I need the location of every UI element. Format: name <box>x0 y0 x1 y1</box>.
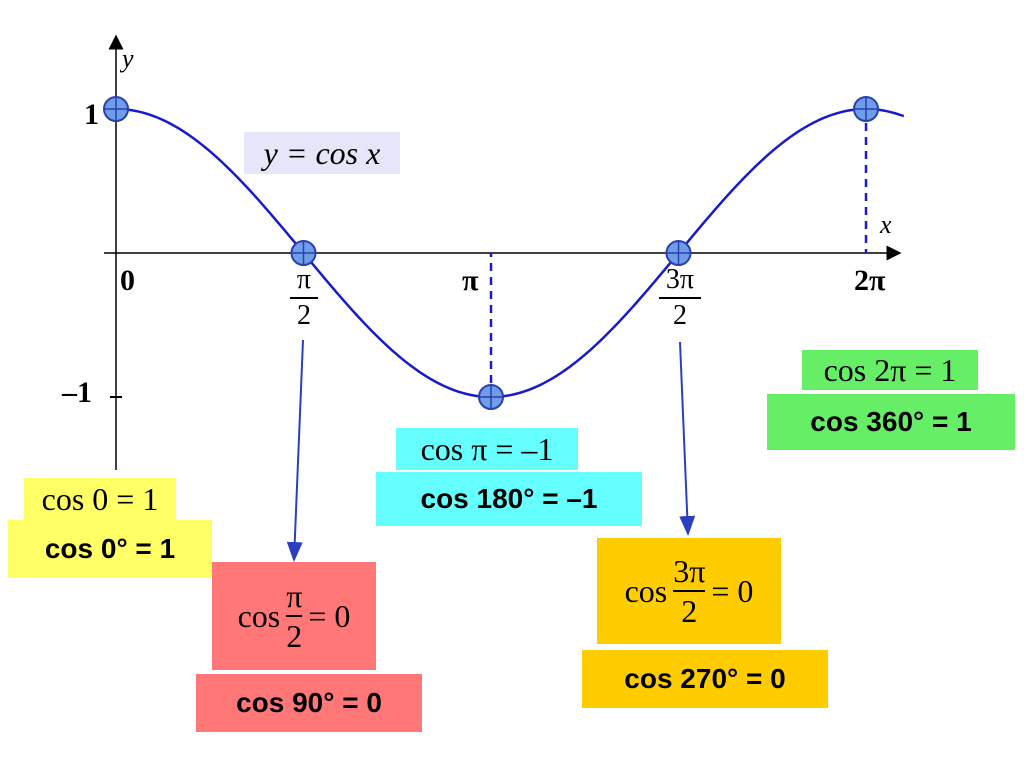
point-marker-2 <box>478 384 505 410</box>
formula-prefix: cos <box>624 572 668 609</box>
fraction-bar <box>290 297 318 299</box>
formula-numerator: 3π <box>673 553 706 589</box>
x-tick-label-pi: π <box>462 264 479 297</box>
tick-denominator: 2 <box>673 300 687 331</box>
cosine-curve <box>115 107 905 399</box>
tick-denominator: 2 <box>297 300 311 331</box>
cosine-series-line <box>115 107 905 399</box>
cos0-degrees: cos 0° = 1 <box>8 520 212 578</box>
cos0-formula: cos 0 = 1 <box>24 478 176 520</box>
y-tick-label-minus-1: –1 <box>62 376 92 409</box>
formula-numerator: π <box>286 578 303 614</box>
formula-fraction: π 2 <box>286 578 303 654</box>
x-tick-label-pi-over-2: π 2 <box>290 266 318 330</box>
cos360-degrees: cos 360° = 1 <box>767 394 1015 450</box>
cos180-formula: cos π = –1 <box>396 428 578 470</box>
x-tick-label-3pi-over-2: 3π 2 <box>659 266 701 330</box>
x-tick-label-2pi: 2π <box>854 264 886 297</box>
formula-prefix: cos <box>237 597 281 634</box>
cos270-formula: cos 3π 2 = 0 <box>597 538 781 644</box>
point-marker-1 <box>290 240 317 266</box>
cos360-formula: cos 2π = 1 <box>802 350 978 390</box>
y-tick-label-1: 1 <box>84 98 99 131</box>
function-label: y = cos x <box>244 132 400 174</box>
point-marker-0 <box>103 96 129 122</box>
formula-fraction: 3π 2 <box>673 553 706 629</box>
dashed-guides <box>489 109 868 397</box>
point-marker-4 <box>853 96 880 122</box>
cos180-degrees: cos 180° = –1 <box>376 472 642 526</box>
tick-numerator: π <box>296 264 312 295</box>
formula-suffix: = 0 <box>711 572 754 609</box>
highlighted-points <box>103 96 880 410</box>
x-axis-label: x <box>880 210 892 239</box>
tick-numerator: 3π <box>665 264 695 295</box>
point-marker-3 <box>665 240 692 266</box>
pointer-arrows <box>286 339 696 562</box>
formula-suffix: = 0 <box>308 597 351 634</box>
formula-denominator: 2 <box>286 618 303 654</box>
arrow-to-cos270 <box>679 341 696 536</box>
y-axis-label: y <box>122 44 134 73</box>
arrow-to-cos90 <box>286 339 304 562</box>
x-tick-label-0: 0 <box>120 264 135 297</box>
cos90-formula: cos π 2 = 0 <box>212 562 376 670</box>
fraction-bar <box>673 590 706 592</box>
fraction-bar <box>286 615 303 617</box>
cos270-degrees: cos 270° = 0 <box>582 650 828 708</box>
cos90-degrees: cos 90° = 0 <box>196 674 422 732</box>
fraction-bar <box>659 297 701 299</box>
formula-denominator: 2 <box>681 593 698 629</box>
